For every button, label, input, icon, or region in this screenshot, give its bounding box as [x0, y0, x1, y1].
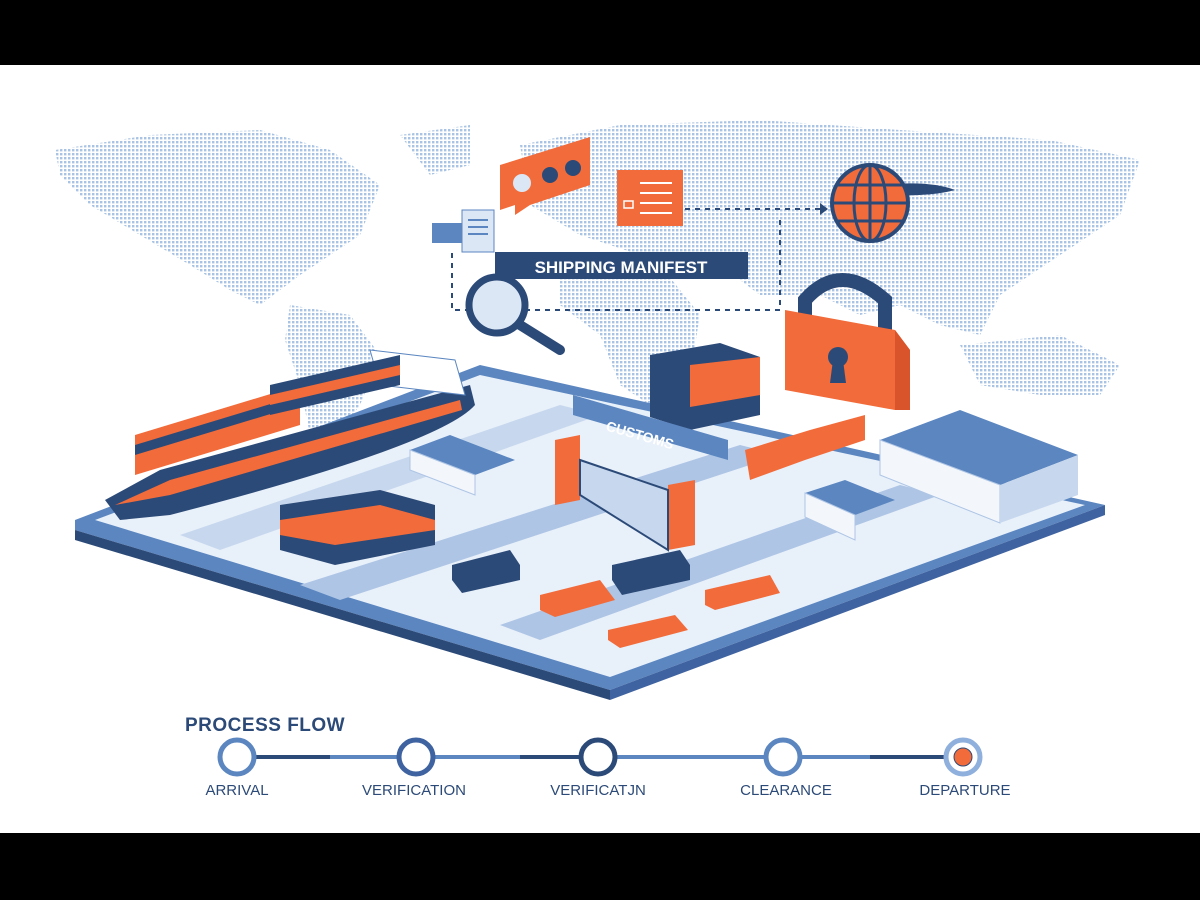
truck-icon	[452, 415, 865, 648]
chat-bubble-icon	[500, 137, 590, 215]
step-label-verification: VERIFICATION	[362, 782, 466, 799]
step-marker-clearance	[763, 737, 803, 777]
step-label-departure: DEPARTURE	[919, 782, 1011, 799]
logistics-illustration: SHIPPING MANIFEST	[55, 120, 1140, 777]
step-label-arrival: ARRIVAL	[205, 782, 269, 799]
checklist-icon	[617, 170, 683, 226]
container-stack	[280, 343, 760, 565]
manifest-label: SHIPPING MANIFEST	[535, 258, 708, 277]
step-label-clearance: CLEARANCE	[740, 782, 832, 799]
cargo-ship-icon	[105, 349, 475, 520]
magnifier-icon	[465, 273, 565, 355]
step-marker-arrival	[217, 737, 257, 777]
padlock-icon	[785, 273, 910, 410]
process-flow-timeline	[217, 737, 983, 777]
document-icon	[432, 209, 495, 253]
step-label-verification-2: VERIFICATJN	[550, 782, 646, 799]
shipping-manifest-banner: SHIPPING MANIFEST	[495, 252, 748, 279]
step-marker-verification	[396, 737, 436, 777]
process-flow-title: PROCESS FLOW	[185, 715, 346, 736]
step-marker-verification-2	[578, 737, 618, 777]
warehouse-icon	[409, 410, 1078, 541]
illustration-canvas: SHIPPING MANIFEST	[0, 65, 1200, 833]
globe-plane-icon	[830, 163, 955, 243]
globe-icon	[953, 747, 973, 767]
